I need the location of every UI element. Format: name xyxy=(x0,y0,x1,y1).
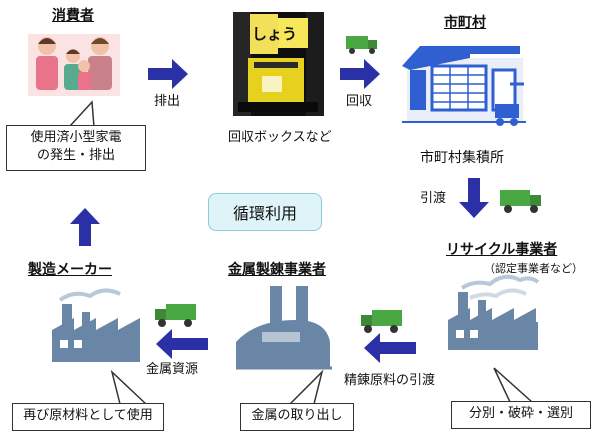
warehouse-icon xyxy=(402,46,526,126)
maker-callout: 再び原材料として使用 xyxy=(12,403,164,431)
metal-resource-label: 金属資源 xyxy=(146,362,199,377)
discharge-arrow xyxy=(148,59,188,89)
metal-resource-arrow xyxy=(156,329,208,359)
refiner-title: 金属製錬事業者 xyxy=(228,262,326,278)
collect-arrow xyxy=(340,59,380,89)
circular-use-box: 循環利用 xyxy=(208,193,322,231)
manufacturer-factory-icon xyxy=(52,288,140,362)
consumer-callout: 使用済小型家電 の発生・排出 xyxy=(6,125,146,171)
municipality-caption: 市町村集積所 xyxy=(420,150,504,166)
refiner-callout-text: 金属の取り出し xyxy=(251,408,343,423)
transfer-arrow xyxy=(459,178,489,218)
collection-box-photo xyxy=(233,12,324,116)
recycler-factory-icon xyxy=(448,274,540,350)
family-icon xyxy=(28,34,120,96)
consumer-title: 消費者 xyxy=(52,8,94,24)
consumer-callout-line2: の発生・排出 xyxy=(36,147,115,163)
collect-label: 回収 xyxy=(346,94,373,109)
maker-bubble-tail xyxy=(110,369,147,405)
box-caption: 回収ボックスなど xyxy=(228,130,332,145)
refined-material-label: 精錬原料の引渡 xyxy=(344,373,436,388)
truck-icon-top xyxy=(346,36,377,54)
transfer-label: 引渡 xyxy=(420,191,447,206)
box-sticker-text: しょう xyxy=(252,25,298,43)
recycler-title: リサイクル事業者 xyxy=(446,242,558,258)
refined-material-arrow xyxy=(364,333,416,363)
recycler-subtitle: （認定事業者など） xyxy=(484,262,583,275)
truck-icon-left xyxy=(155,304,196,327)
recycler-callout: 分別・破砕・選別 xyxy=(451,401,591,429)
discharge-label: 排出 xyxy=(154,94,181,109)
maker-title: 製造メーカー xyxy=(28,262,112,278)
refiner-callout: 金属の取り出し xyxy=(240,403,354,431)
return-arrow xyxy=(70,208,100,246)
circular-use-label: 循環利用 xyxy=(232,204,297,223)
refinery-icon xyxy=(236,286,332,370)
recycler-callout-text: 分別・破砕・選別 xyxy=(468,406,573,421)
truck-icon-middle xyxy=(361,310,402,333)
recycler-bubble-tail xyxy=(493,367,533,403)
municipality-title: 市町村 xyxy=(444,15,486,31)
consumer-bubble-tail xyxy=(69,100,95,128)
truck-icon-right xyxy=(500,190,541,213)
consumer-callout-line1: 使用済小型家電 xyxy=(30,130,122,145)
refiner-bubble-tail xyxy=(289,369,324,405)
maker-callout-text: 再び原材料として使用 xyxy=(23,408,153,423)
